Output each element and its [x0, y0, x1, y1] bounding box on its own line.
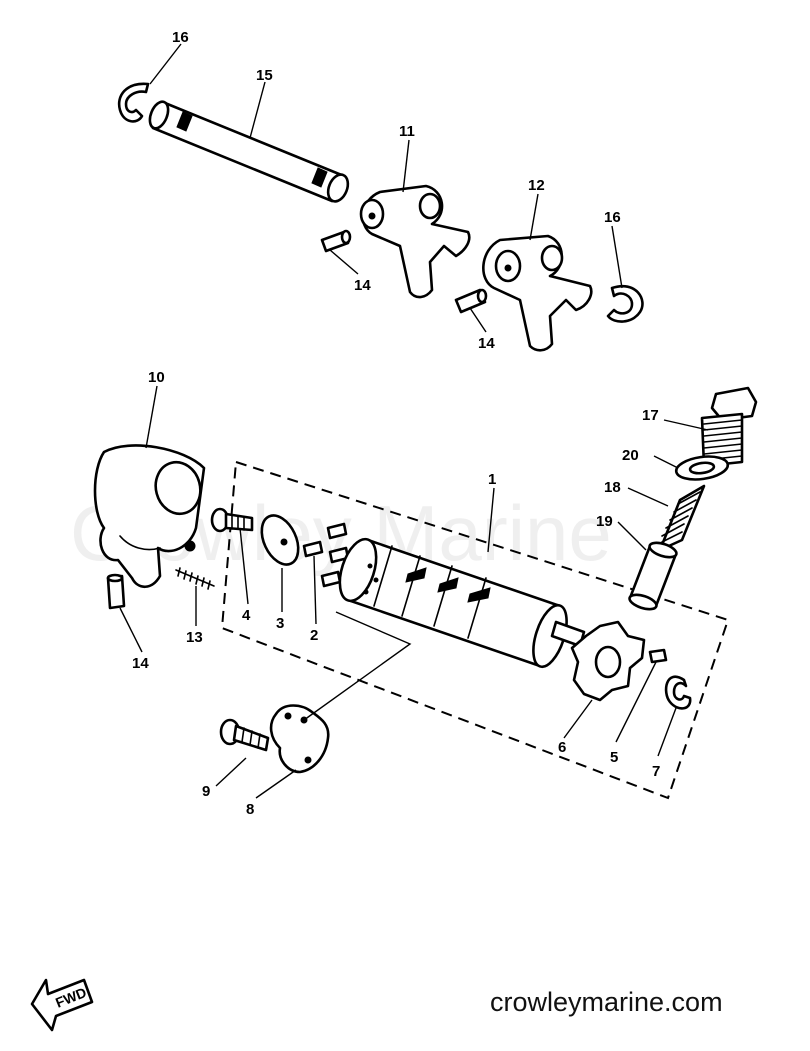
callout-2: 2 [310, 627, 318, 644]
callout-14-top-right: 14 [478, 335, 495, 352]
callout-14-top-left: 14 [354, 277, 371, 294]
assembly-outline [220, 460, 730, 800]
spring-part-13 [175, 567, 215, 590]
pins-part-2 [302, 522, 350, 588]
callout-19: 19 [596, 513, 613, 530]
callout-4: 4 [242, 607, 251, 624]
callout-7: 7 [652, 763, 660, 780]
pin-part-14-bottom-left [106, 573, 126, 610]
shift-fork-part-11 [359, 184, 471, 299]
forward-arrow-icon: FWD [30, 978, 94, 1032]
leader-lines [119, 43, 709, 799]
pin-part-14-top-right [454, 288, 488, 314]
callout-15: 15 [256, 67, 273, 84]
callout-13: 13 [186, 629, 203, 646]
washer-part-3 [260, 514, 300, 566]
callout-16-right: 16 [604, 209, 621, 226]
gasket-part-20 [674, 455, 730, 481]
screw-part-4 [210, 507, 254, 533]
spring-part-18 [658, 484, 706, 552]
circlip-part-16-top [117, 82, 150, 123]
callout-14-bottom: 14 [132, 655, 149, 672]
callout-10: 10 [148, 369, 165, 386]
callout-3: 3 [276, 615, 284, 632]
callout-6: 6 [558, 739, 566, 756]
callout-9: 9 [202, 783, 210, 800]
segment-plate-part-8 [269, 704, 330, 774]
callout-5: 5 [610, 749, 618, 766]
circlip-part-16-right [606, 284, 644, 323]
callout-11: 11 [399, 123, 415, 140]
callout-8: 8 [246, 801, 254, 818]
shift-shaft-part-15 [148, 100, 350, 203]
pin-part-14-top-left [320, 229, 352, 253]
callout-17: 17 [642, 407, 659, 424]
screw-part-9 [219, 718, 270, 752]
callout-12: 12 [528, 177, 545, 194]
sleeve-part-19 [628, 541, 678, 611]
shift-housing-part-10 [93, 444, 206, 589]
callout-18: 18 [604, 479, 621, 496]
callout-1: 1 [488, 471, 496, 488]
plug-bolt-part-17 [700, 386, 758, 468]
site-url-text: crowleymarine.com [490, 987, 723, 1017]
callout-16-top: 16 [172, 29, 189, 46]
shift-drum-part-1 [338, 537, 586, 669]
star-wheel-part-6 [570, 620, 646, 702]
circlip-part-7 [664, 675, 692, 710]
dowel-part-5 [648, 648, 668, 664]
callout-20: 20 [622, 447, 639, 464]
shift-fork-part-12 [482, 234, 593, 352]
